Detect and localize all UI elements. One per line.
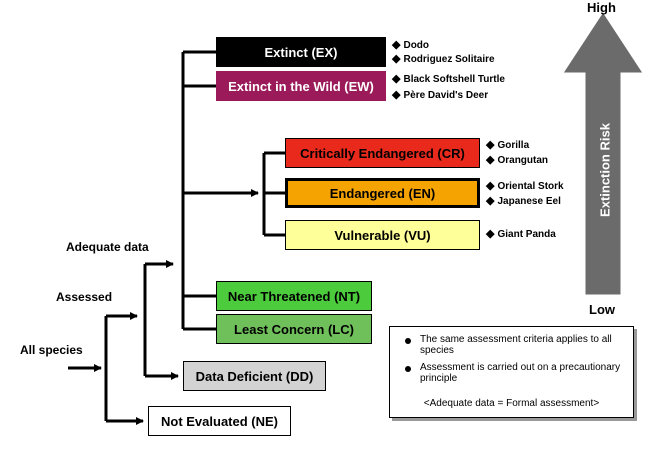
example-vu-1: ◆Giant Panda — [486, 228, 556, 241]
example-ew-1: ◆Black Softshell Turtle — [392, 73, 505, 86]
assessed-label: Assessed — [56, 290, 113, 304]
category-en-label: Endangered (EN) — [329, 185, 436, 201]
category-lc: Least Concern (LC) — [216, 314, 372, 344]
diamond-icon: ◆ — [392, 39, 401, 51]
all-species-label: All species — [20, 343, 83, 357]
category-ne-label: Not Evaluated (NE) — [160, 413, 278, 429]
example-en-1: ◆Oriental Stork — [486, 180, 564, 193]
risk-axis-label: Extinction Risk — [595, 110, 615, 230]
risk-axis-text: Extinction Risk — [597, 123, 613, 217]
category-ex: Extinct (EX) — [216, 37, 386, 67]
category-vu: Vulnerable (VU) — [285, 220, 480, 250]
risk-arrow — [562, 11, 644, 296]
example-ex-1: ◆Dodo — [392, 39, 429, 52]
diamond-icon: ◆ — [486, 154, 495, 166]
category-dd-label: Data Deficient (DD) — [195, 368, 314, 384]
diamond-icon: ◆ — [392, 53, 401, 65]
diamond-icon: ◆ — [486, 139, 495, 151]
species-name: Japanese Eel — [497, 196, 561, 207]
adequate-data-label: Adequate data — [66, 240, 149, 254]
category-cr: Critically Endangered (CR) — [285, 138, 480, 168]
category-ew-label: Extinct in the Wild (EW) — [228, 78, 374, 94]
legend-note-1: The same assessment criteria applies to … — [420, 334, 612, 356]
risk-high-label: High — [587, 0, 616, 15]
diamond-icon: ◆ — [392, 89, 401, 101]
legend-footer: <Adequate data = Formal assessment> — [423, 398, 600, 409]
bullet-icon — [405, 366, 411, 372]
example-ex-2: ◆Rodriguez Solitaire — [392, 53, 495, 66]
category-vu-label: Vulnerable (VU) — [334, 227, 431, 243]
diamond-icon: ◆ — [486, 228, 495, 240]
diamond-icon: ◆ — [392, 73, 401, 85]
species-name: Oriental Stork — [497, 181, 564, 192]
example-en-2: ◆Japanese Eel — [486, 195, 561, 208]
species-name: Gorilla — [497, 140, 530, 151]
category-ex-label: Extinct (EX) — [264, 44, 338, 60]
category-nt: Near Threatened (NT) — [216, 281, 372, 311]
species-name: Père David's Deer — [403, 90, 489, 101]
species-name: Black Softshell Turtle — [403, 74, 505, 85]
diamond-icon: ◆ — [486, 180, 495, 192]
risk-low-label: Low — [589, 302, 615, 317]
category-lc-label: Least Concern (LC) — [234, 321, 354, 337]
diamond-icon: ◆ — [486, 195, 495, 207]
species-name: Giant Panda — [497, 229, 556, 240]
species-name: Rodriguez Solitaire — [403, 54, 495, 65]
bullet-icon — [405, 338, 411, 344]
category-en: Endangered (EN) — [285, 178, 480, 208]
category-dd: Data Deficient (DD) — [183, 361, 326, 391]
category-nt-label: Near Threatened (NT) — [227, 288, 361, 304]
example-cr-1: ◆Gorilla — [486, 139, 529, 152]
species-name: Dodo — [403, 40, 430, 51]
category-ew: Extinct in the Wild (EW) — [216, 71, 386, 101]
legend-box: The same assessment criteria applies to … — [389, 326, 634, 418]
example-ew-2: ◆Père David's Deer — [392, 89, 488, 102]
category-ne: Not Evaluated (NE) — [148, 406, 291, 436]
legend-note-2: Assessment is carried out on a precautio… — [420, 362, 621, 384]
species-name: Orangutan — [497, 155, 549, 166]
category-cr-label: Critically Endangered (CR) — [300, 145, 465, 161]
example-cr-2: ◆Orangutan — [486, 154, 548, 167]
